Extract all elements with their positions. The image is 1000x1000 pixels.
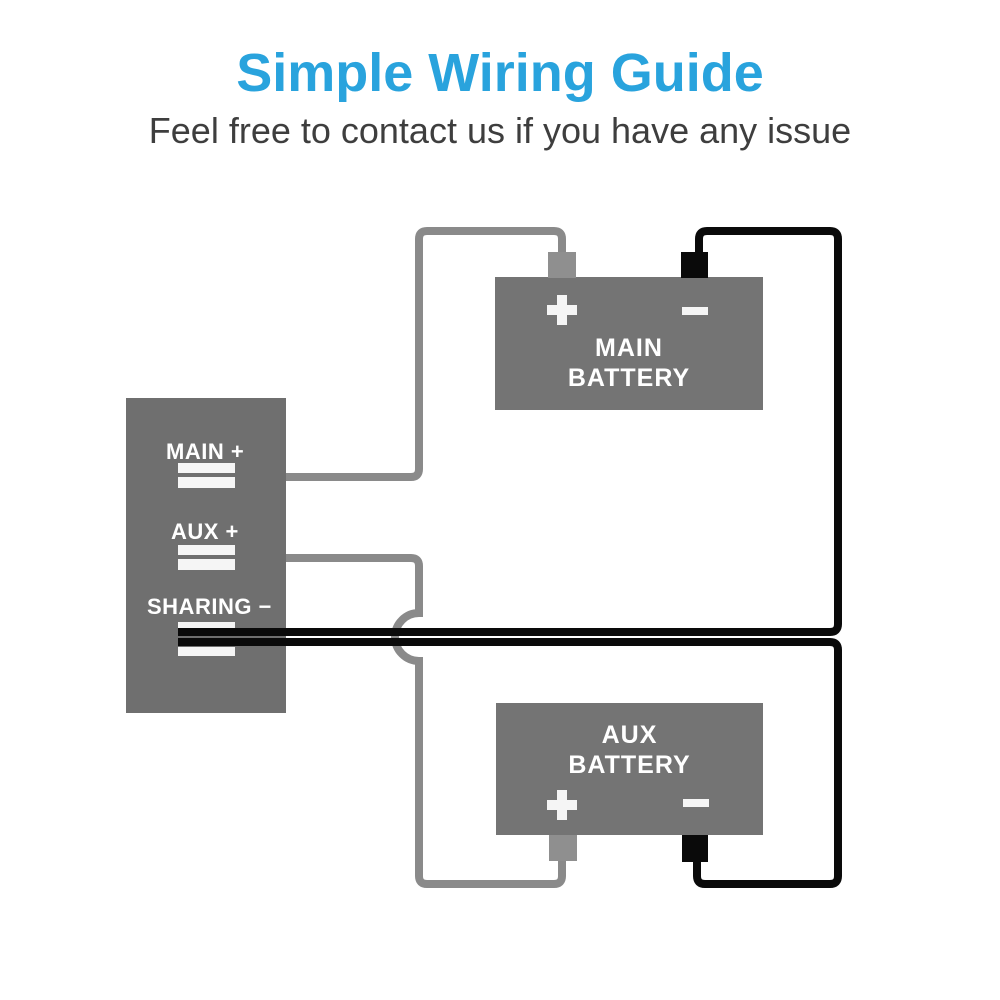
- sharing-port-terminal-bar: [178, 622, 235, 631]
- plus-icon: [547, 295, 577, 325]
- page-title: Simple Wiring Guide: [236, 43, 764, 103]
- aux-battery-label-line2: BATTERY: [568, 751, 691, 779]
- main-battery-positive-terminal: [548, 252, 576, 278]
- minus-icon: [682, 307, 708, 315]
- aux-battery-label: AUX BATTERY: [496, 720, 763, 780]
- aux-port-terminal-bar: [178, 545, 235, 555]
- controller-port-label-aux: AUX +: [171, 519, 239, 544]
- main-battery-negative-terminal: [681, 252, 708, 278]
- main-battery-label: MAIN BATTERY: [495, 333, 763, 393]
- main-port-terminal-bar: [178, 477, 235, 488]
- aux-battery-negative-terminal: [682, 835, 708, 862]
- main-battery-label-line1: MAIN: [595, 334, 663, 362]
- controller-port-label-sharing: SHARING −: [147, 594, 272, 619]
- main-port-terminal-bar: [178, 463, 235, 473]
- page-subtitle: Feel free to contact us if you have any …: [148, 110, 852, 151]
- minus-icon: [683, 799, 709, 807]
- main-positive-wire: [286, 227, 566, 481]
- sharing-port-terminal-bar: [178, 647, 235, 656]
- aux-port-terminal-bar: [178, 559, 235, 570]
- aux-battery-box: [496, 703, 763, 835]
- main-battery-label-line2: BATTERY: [567, 364, 691, 392]
- aux-positive-wire: [286, 554, 566, 888]
- plus-icon: [547, 790, 577, 820]
- aux-battery-label-line1: AUX: [601, 721, 658, 749]
- sharing-to-main-negative-wire: [178, 227, 842, 636]
- main-battery-box: [495, 277, 763, 410]
- controller-box: [126, 398, 286, 713]
- aux-battery-positive-terminal: [549, 835, 577, 861]
- sharing-to-aux-negative-wire: [178, 638, 842, 888]
- controller-port-label-main: MAIN +: [166, 439, 245, 464]
